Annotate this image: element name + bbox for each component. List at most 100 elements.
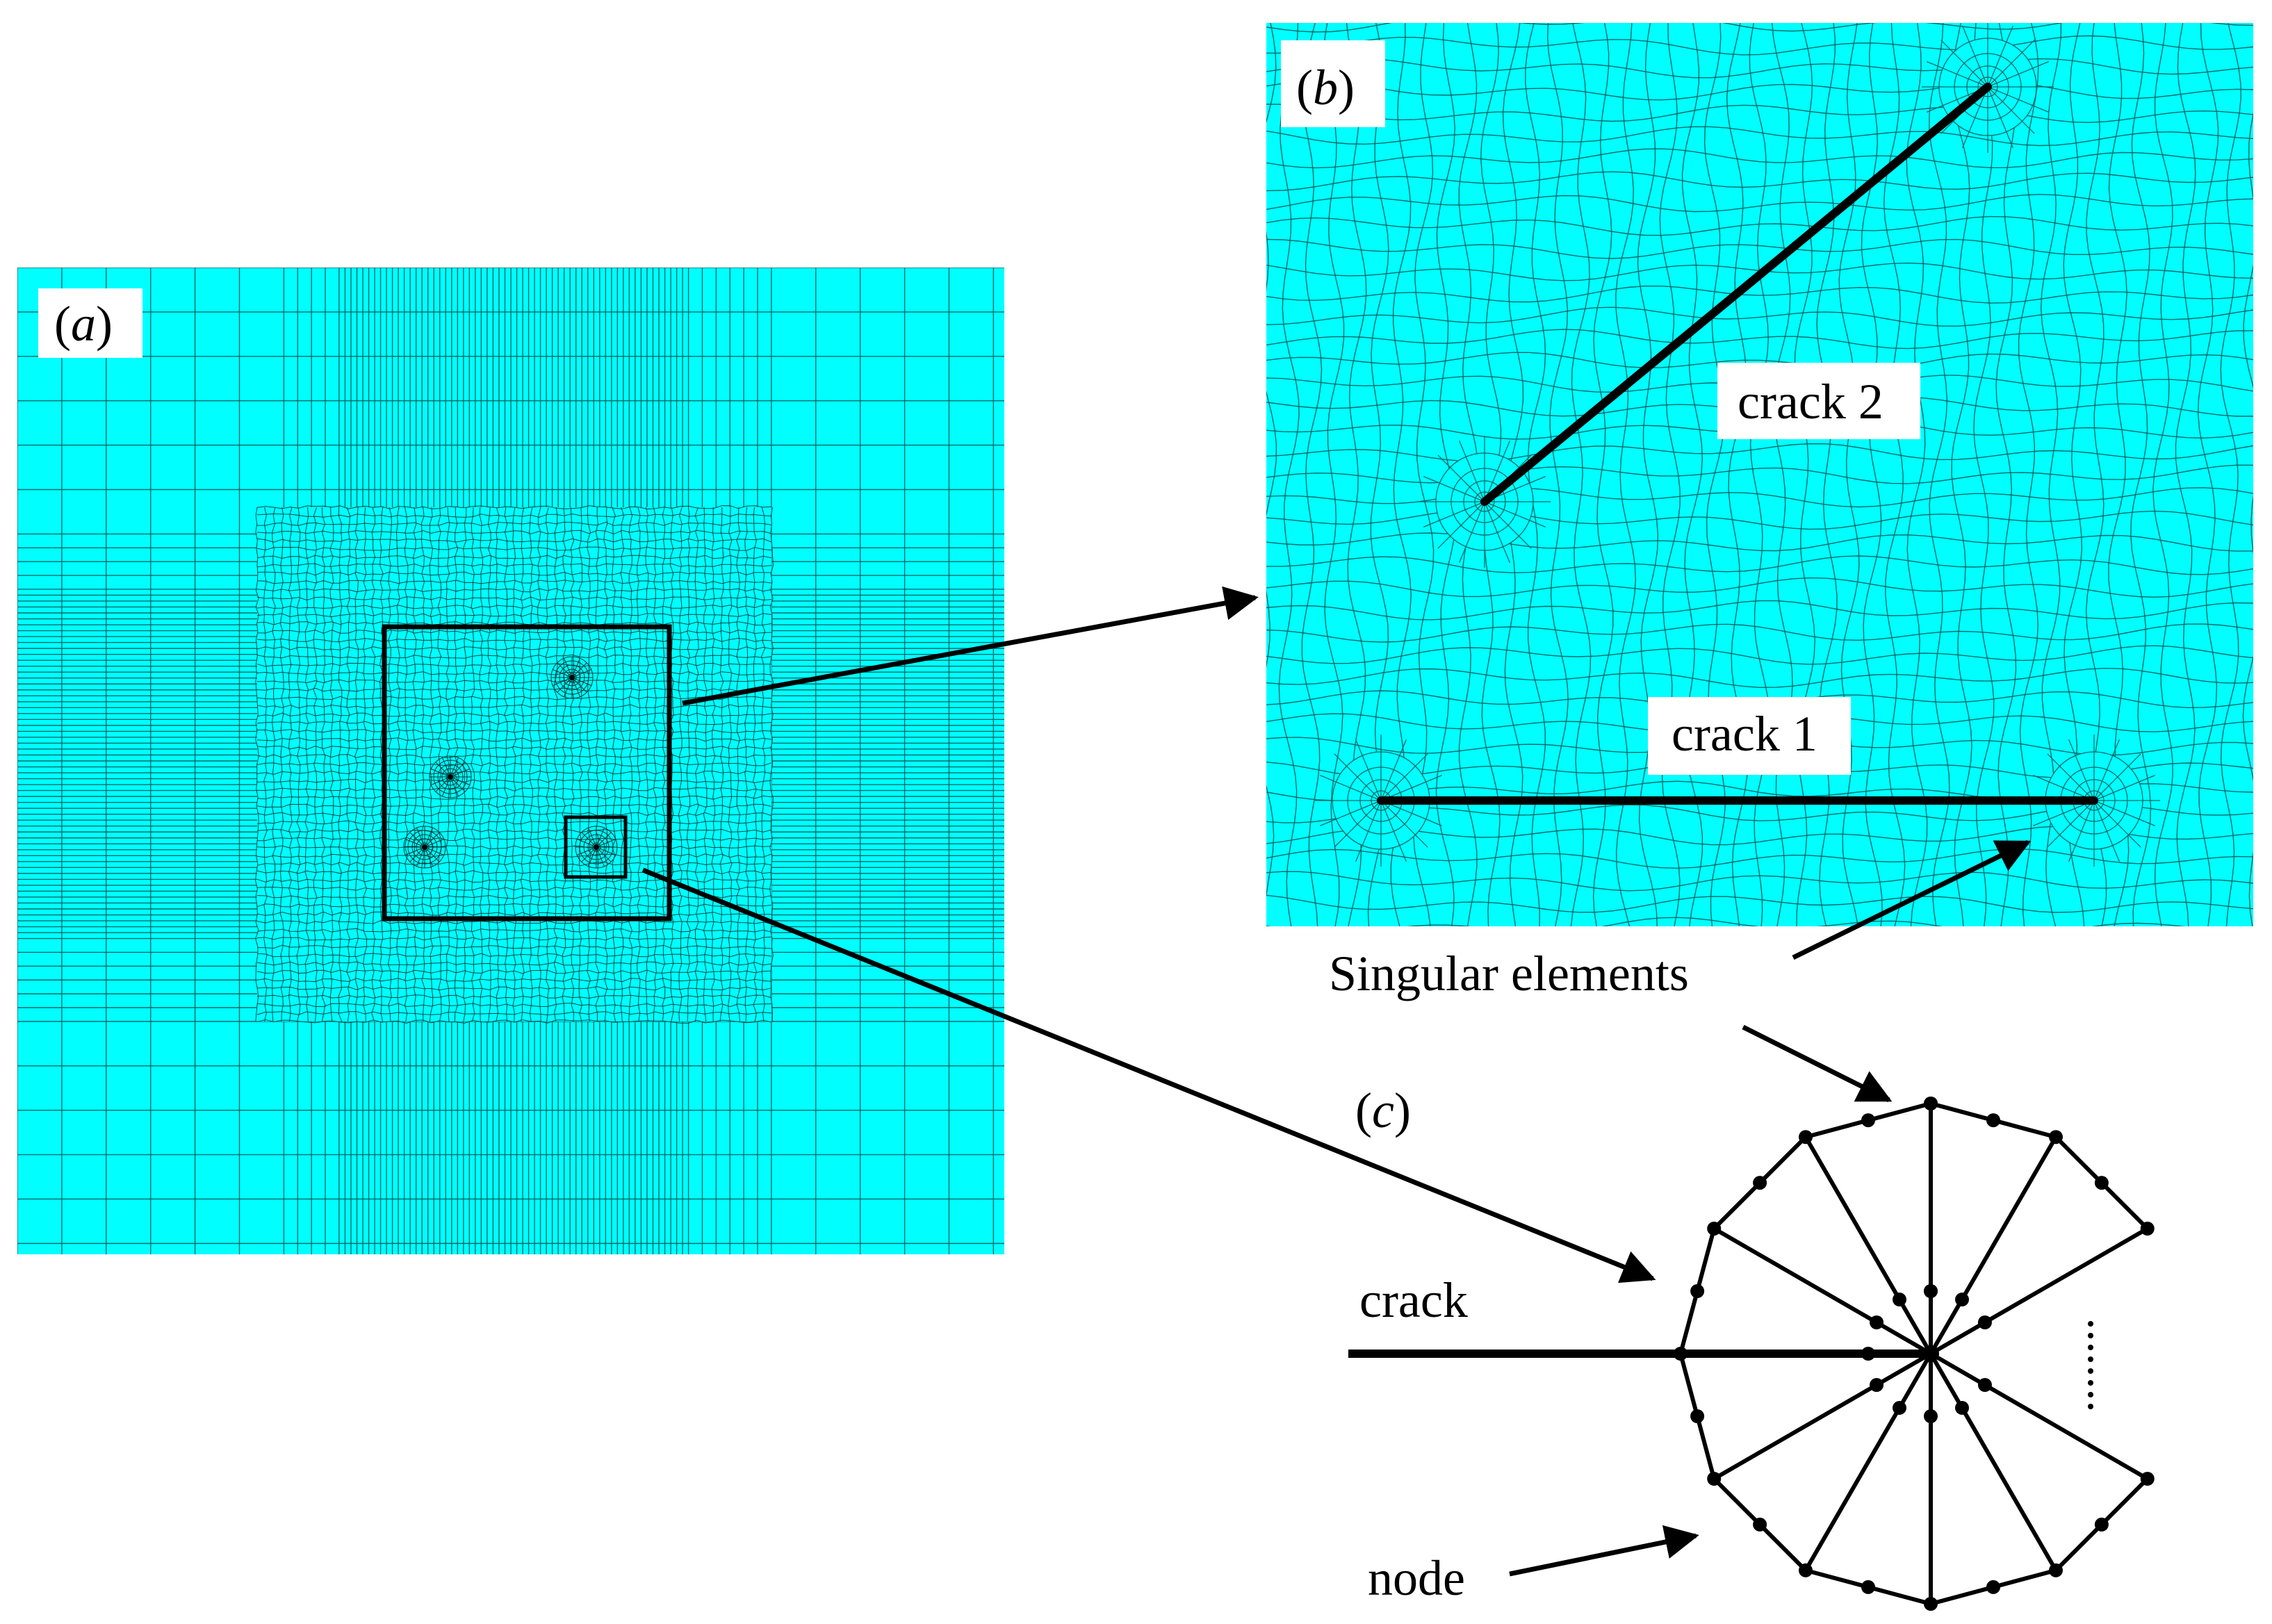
panel-b: (b) crack 2 crack 1 — [1266, 23, 2253, 926]
singular-spoke — [450, 769, 470, 778]
singular-spoke — [409, 832, 425, 848]
refined-mesh-line — [354, 507, 359, 1022]
singular-spoke — [424, 839, 444, 848]
rosette-spoke — [2032, 775, 2095, 801]
refined-mesh-line — [321, 507, 326, 1022]
corner-node — [1924, 1597, 1938, 1611]
refined-mesh-line — [254, 507, 259, 1022]
refined-mesh-line — [256, 928, 772, 933]
mesh-line — [1266, 600, 2253, 621]
refined-mesh-line — [263, 507, 268, 1022]
rosette-spoke — [1437, 454, 1485, 502]
refined-mesh-line — [471, 507, 475, 1022]
rosette-spoke — [1459, 501, 1485, 564]
singular-spoke — [424, 832, 440, 848]
refined-mesh-line — [256, 762, 772, 766]
zoom-arrows — [641, 586, 2032, 1577]
singular-spoke — [553, 677, 573, 686]
singular-spoke — [450, 776, 470, 785]
refined-mesh-line — [256, 795, 772, 800]
refined-mesh-line — [587, 507, 591, 1022]
mesh-line — [1266, 126, 2253, 147]
mesh-line — [1266, 443, 2253, 462]
quarter-point-node — [1861, 1347, 1875, 1361]
mesh-line — [1861, 23, 1883, 926]
refined-mesh-line — [296, 507, 301, 1022]
refined-mesh-line — [653, 507, 657, 1022]
refined-mesh-line — [256, 969, 772, 974]
corner-node — [1924, 1097, 1938, 1110]
rosette-spoke — [2032, 800, 2095, 826]
rosette-spoke — [1987, 61, 2050, 88]
singular-spoke — [596, 828, 605, 848]
refined-mesh-line — [637, 507, 641, 1022]
quarter-point-node — [1870, 1315, 1884, 1329]
singular-spoke — [442, 776, 451, 796]
singular-spoke — [596, 846, 605, 867]
refined-mesh-line — [645, 507, 649, 1022]
rosette-spoke — [2047, 753, 2095, 801]
refined-mesh-line — [271, 507, 276, 1022]
singular-spoke — [564, 677, 573, 697]
rosette-spoke — [1355, 739, 1382, 801]
refined-mesh-line — [256, 637, 772, 643]
node-label: node — [1368, 1550, 1465, 1606]
refined-mesh-line — [256, 1011, 772, 1016]
rosette-spoke — [2093, 800, 2141, 848]
rosette-spoke — [1423, 476, 1485, 502]
element-spoke — [1929, 1352, 2058, 1572]
mesh-line — [1794, 23, 1815, 926]
refined-mesh-line — [603, 507, 608, 1022]
panel-b-label-background — [1281, 40, 1385, 127]
singular-spoke — [577, 846, 597, 855]
element-spoke — [1804, 1135, 1933, 1355]
refined-mesh-line — [256, 944, 772, 949]
refined-mesh-line — [761, 507, 766, 1022]
singular-point — [448, 774, 453, 780]
singular-element-rosette — [1674, 1097, 2155, 1611]
mesh-line — [1266, 487, 2253, 508]
corner-node — [1707, 1222, 1722, 1236]
refined-mesh-line — [304, 507, 309, 1022]
singular-point — [422, 844, 427, 850]
mesh-line — [1266, 464, 2253, 484]
mesh-line — [1266, 104, 2253, 123]
rosette-spoke — [1926, 61, 1988, 88]
refined-mesh-line — [256, 878, 772, 883]
arrow-to-panel-b — [682, 586, 1259, 706]
refined-mesh-line — [504, 507, 509, 1022]
mesh-line — [1266, 667, 2253, 689]
mesh-line — [2130, 23, 2152, 926]
rosette-spoke — [1459, 440, 1485, 502]
element-spoke — [1929, 1352, 2149, 1481]
crack-1-label: crack 1 — [1672, 706, 1817, 762]
refined-mesh-line — [256, 679, 772, 684]
singular-point — [569, 675, 575, 680]
refined-mesh-line — [256, 646, 772, 650]
rosette-spoke — [2047, 800, 2095, 848]
refined-mesh-line — [628, 507, 633, 1022]
mesh-line — [1266, 171, 2253, 192]
refined-mesh-line — [256, 919, 772, 924]
corner-node — [1799, 1130, 1813, 1145]
rosette-spoke — [1484, 501, 1510, 564]
mid-side-node — [1753, 1176, 1767, 1190]
refined-mesh-line — [719, 507, 724, 1022]
refined-mesh-line — [479, 507, 484, 1022]
singular-spoke — [435, 776, 451, 792]
refined-mesh-line — [487, 507, 492, 1022]
continuation-dot — [2088, 1345, 2093, 1350]
refined-mesh-line — [256, 770, 772, 775]
refined-mesh-line — [694, 507, 699, 1022]
mid-side-node — [1753, 1517, 1767, 1532]
continuation-dot — [2088, 1380, 2093, 1386]
mesh-line — [1906, 23, 1928, 926]
continuation-dot — [2088, 1321, 2093, 1327]
mesh-line — [1266, 80, 2253, 101]
continuation-dot — [2088, 1356, 2093, 1362]
mesh-line — [1749, 23, 1771, 926]
refined-mesh-line — [520, 507, 525, 1022]
refined-mesh-line — [256, 513, 772, 518]
refined-mesh-line — [256, 895, 772, 899]
panel-a-refined-mesh — [254, 505, 774, 1024]
